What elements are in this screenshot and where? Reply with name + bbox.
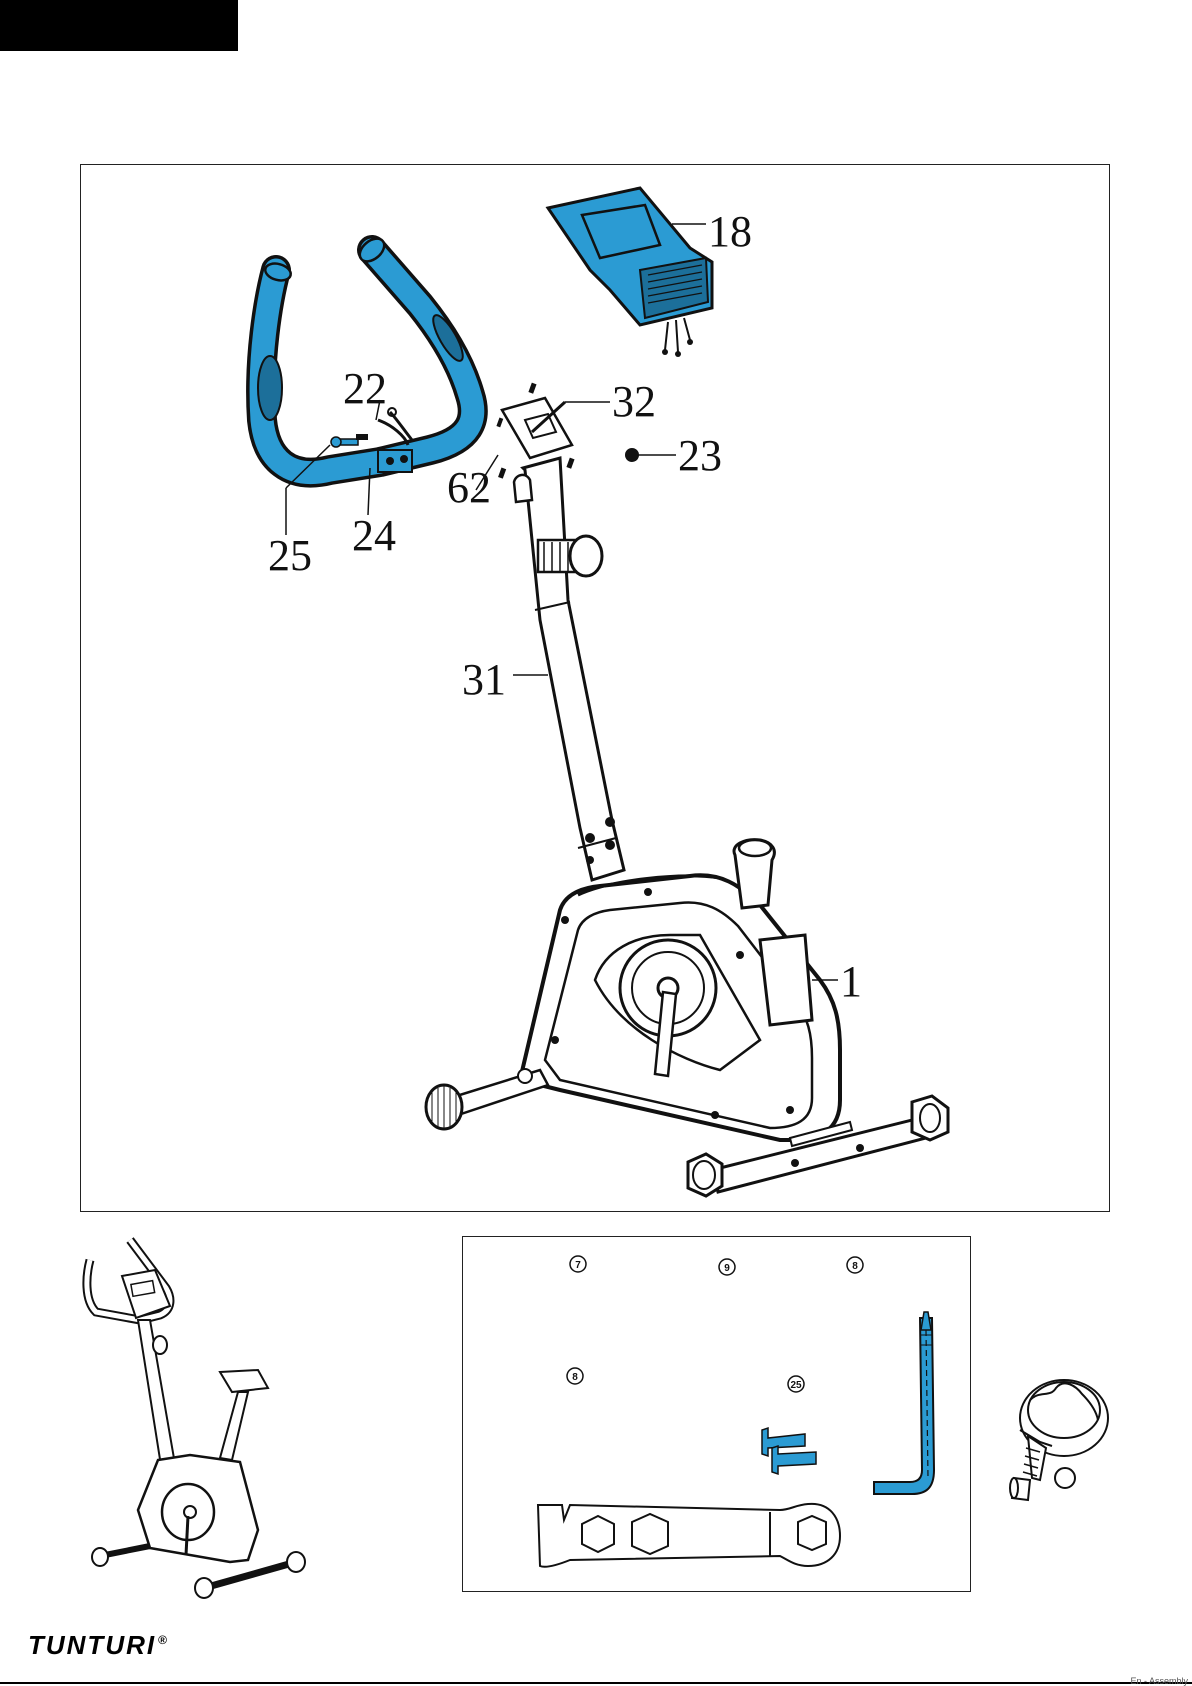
callout-18: 18 xyxy=(708,207,752,256)
callout-24: 24 xyxy=(352,511,396,560)
multi-wrench-tool xyxy=(538,1504,840,1567)
callout-22: 22 xyxy=(343,364,387,413)
seat-stem-part xyxy=(514,458,624,880)
assembled-bike-thumbnail xyxy=(87,1240,305,1598)
brand-logo: TUNTURI® xyxy=(28,1630,169,1661)
front-stabilizer-part xyxy=(426,1069,548,1130)
kit-label-25: 25 xyxy=(790,1380,802,1391)
allen-key-tool xyxy=(874,1312,934,1494)
kit-label-9: 9 xyxy=(724,1263,730,1274)
callout-31: 31 xyxy=(462,655,506,704)
main-frame-part xyxy=(520,840,840,1140)
callout-1: 1 xyxy=(840,957,862,1006)
brand-registered-mark: ® xyxy=(158,1633,169,1647)
console-part xyxy=(548,188,712,357)
hardware-kit: 7 9 8 8 25 xyxy=(538,1256,934,1567)
callout-25: 25 xyxy=(268,531,312,580)
handlebar-part xyxy=(258,234,473,472)
kit-label-8a: 8 xyxy=(852,1261,858,1272)
tension-knob-detail xyxy=(1010,1380,1108,1500)
kit-bolts xyxy=(762,1428,816,1474)
brand-name: TUNTURI xyxy=(28,1630,156,1660)
callout-32: 32 xyxy=(612,377,656,426)
kit-label-8b: 8 xyxy=(572,1372,578,1383)
kit-label-7: 7 xyxy=(575,1260,581,1271)
footer-rule xyxy=(0,1682,1192,1684)
callout-62: 62 xyxy=(447,463,491,512)
callout-23: 23 xyxy=(678,431,722,480)
